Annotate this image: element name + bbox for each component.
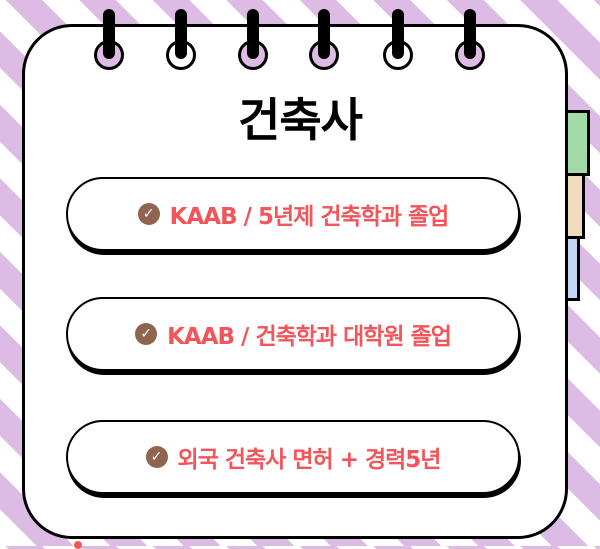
decorative-dot	[74, 541, 82, 549]
spiral-binding-icon	[392, 9, 404, 59]
page-title: 건축사	[238, 93, 363, 147]
check-circle-icon: ✓	[135, 323, 158, 345]
requirement-item-kaab-graduate[interactable]: ✓ KAAB / 건축학과 대학원 졸업	[66, 297, 520, 371]
check-circle-icon: ✓	[145, 446, 168, 468]
requirement-item-kaab-5yr[interactable]: ✓ KAAB / 5년제 건축학과 졸업	[66, 177, 520, 251]
requirement-label: KAAB / 건축학과 대학원 졸업	[167, 324, 452, 350]
requirement-label: 외국 건축사 면허 + 경력5년	[177, 447, 442, 473]
requirement-item-foreign-license[interactable]: ✓ 외국 건축사 면허 + 경력5년	[66, 420, 520, 494]
spiral-binding-icon	[464, 9, 476, 59]
spiral-binding-icon	[318, 9, 330, 59]
requirement-label: KAAB / 5년제 건축학과 졸업	[169, 204, 450, 230]
spiral-binding-icon	[103, 9, 115, 59]
spiral-binding-icon	[247, 9, 259, 59]
check-circle-icon: ✓	[137, 203, 160, 225]
spiral-binding-icon	[175, 9, 187, 59]
